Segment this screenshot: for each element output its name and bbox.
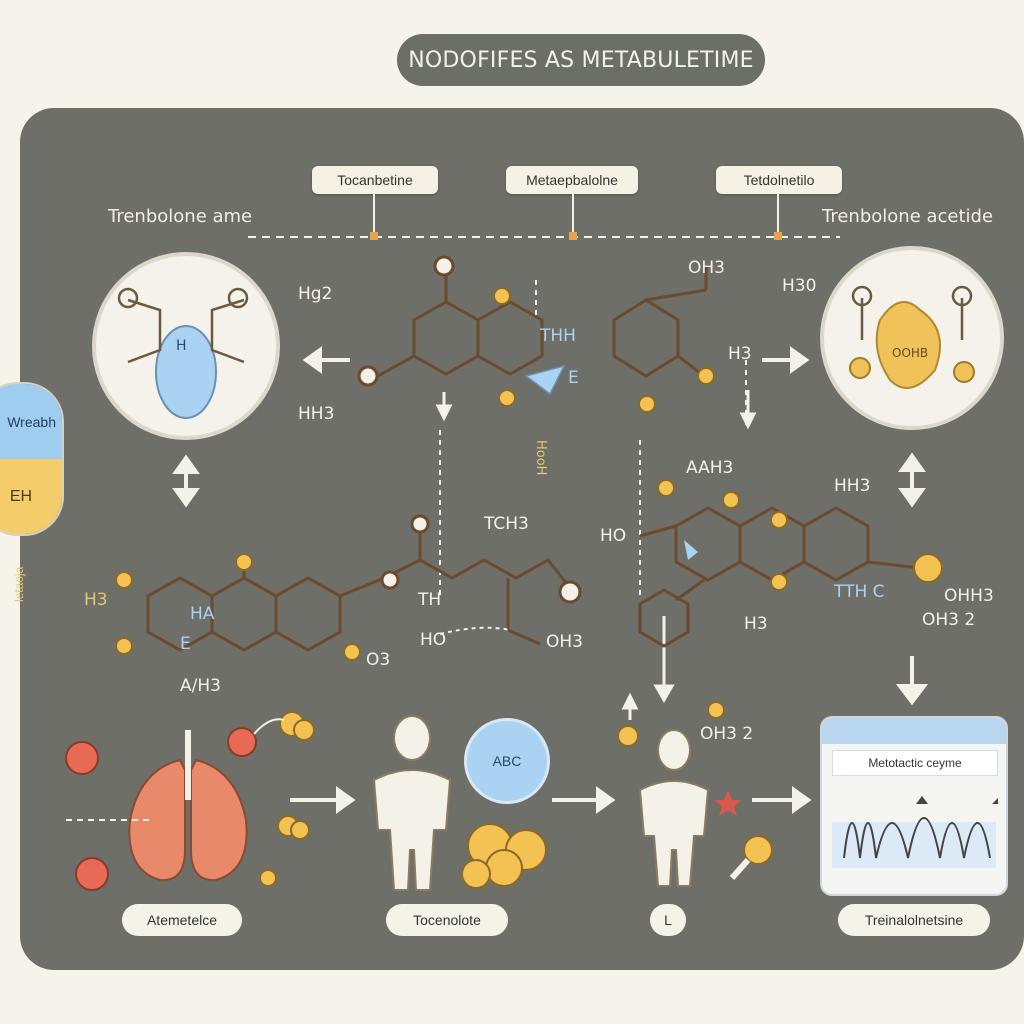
formula-ahh3: A/H3 (180, 676, 221, 696)
human-figure-left (372, 715, 452, 891)
formula-hooh-vertical: HooH (533, 440, 548, 476)
formula-h3-right: H3 (728, 344, 752, 364)
capsule-pill: Wreabh EH (0, 382, 64, 536)
formula-hg2: Hg2 (298, 284, 333, 304)
tag-middle: Metaepbalolne (506, 166, 638, 194)
diagram-title: NODOFIFES AS METABULETIME (397, 34, 765, 86)
bottom-label-4: Treinalolnetsine (838, 904, 990, 936)
chart-card-wave (832, 796, 998, 868)
rhythm-chart-card: Metotactic ceyme (820, 716, 1008, 896)
left-circle-label: H (176, 338, 187, 354)
connector-dots (370, 232, 782, 240)
middle-chain (383, 532, 574, 646)
key-icon (729, 835, 773, 880)
star-icon (714, 790, 742, 816)
formula-oh3-top: OH3 (688, 258, 725, 278)
lower-right-gold-atoms (617, 479, 943, 747)
tag-right: Tetdolnetilo (716, 166, 842, 194)
left-circle-blob (155, 325, 217, 419)
blue-wedge-top (524, 364, 566, 396)
horizontal-arrows (290, 346, 812, 814)
formula-tch3: TCH3 (484, 514, 529, 534)
right-circle-bonds (851, 285, 973, 340)
top-molecule-atoms (357, 255, 455, 387)
yellow-particles (259, 711, 547, 889)
lower-right-molecule (638, 506, 921, 648)
particle-links (66, 718, 285, 821)
side-label-right: Trenbolone acetide (822, 206, 994, 227)
middle-chain-atoms (380, 514, 582, 604)
mid-dashed-arc (439, 626, 511, 635)
top-molecule-rings (377, 266, 708, 378)
formula-oh2-bottom: OH3 2 (700, 724, 754, 744)
formula-oh2: OH3 2 (922, 610, 976, 630)
left-circle-bonds (117, 287, 249, 364)
human-figure-right (638, 729, 710, 887)
formula-h3-branch: H3 (744, 614, 768, 634)
tag-left: Tocanbetine (312, 166, 438, 194)
formula-ho-right: HO (600, 526, 627, 546)
bottom-label-2: Tocenolote (386, 904, 508, 936)
formula-ha: HA (190, 604, 215, 624)
side-label-left: Trenbolone ame (108, 206, 253, 227)
right-circle-blob (875, 301, 941, 389)
lower-left-gold-atoms (115, 553, 361, 661)
formula-oh3-mid: OH3 (546, 632, 583, 652)
right-circle-atoms (849, 357, 975, 383)
tag-connectors (373, 194, 779, 236)
formula-ohh3: OHH3 (944, 586, 994, 606)
top-molecule-gold-atoms (493, 287, 715, 413)
blue-wedge-right (684, 540, 698, 560)
lungs-illustration (128, 730, 248, 882)
formula-h3-left: H3 (84, 590, 108, 610)
capsule-bottom-label: EH (0, 459, 62, 534)
formula-thh: THH (540, 326, 576, 346)
formula-e-label: E (180, 634, 191, 654)
right-circle-label: OOHB (892, 346, 929, 360)
formula-b-label: E (568, 368, 579, 388)
formula-hh3-right: HH3 (834, 476, 871, 496)
down-arrows (435, 390, 757, 720)
formula-aah3: AAH3 (686, 458, 734, 478)
capsule-top-label: Wreabh (0, 384, 62, 459)
formula-hh3-left: HH3 (298, 404, 335, 424)
formula-h3o: H30 (782, 276, 817, 296)
chart-card-title: Metotactic ceyme (832, 750, 998, 776)
bottom-label-1: Atemetelce (122, 904, 242, 936)
formula-o3-ring: O3 (366, 650, 391, 670)
dashed-verticals (439, 280, 747, 600)
formula-ho-mid: HO (420, 630, 447, 650)
abc-bubble: ABC (464, 718, 550, 804)
vertical-arrows (172, 452, 928, 706)
bottom-label-3: L (650, 904, 686, 936)
formula-th-mid: TH (418, 590, 442, 610)
chart-card-header (822, 718, 1006, 744)
formula-tthc: TTH C (834, 582, 885, 602)
